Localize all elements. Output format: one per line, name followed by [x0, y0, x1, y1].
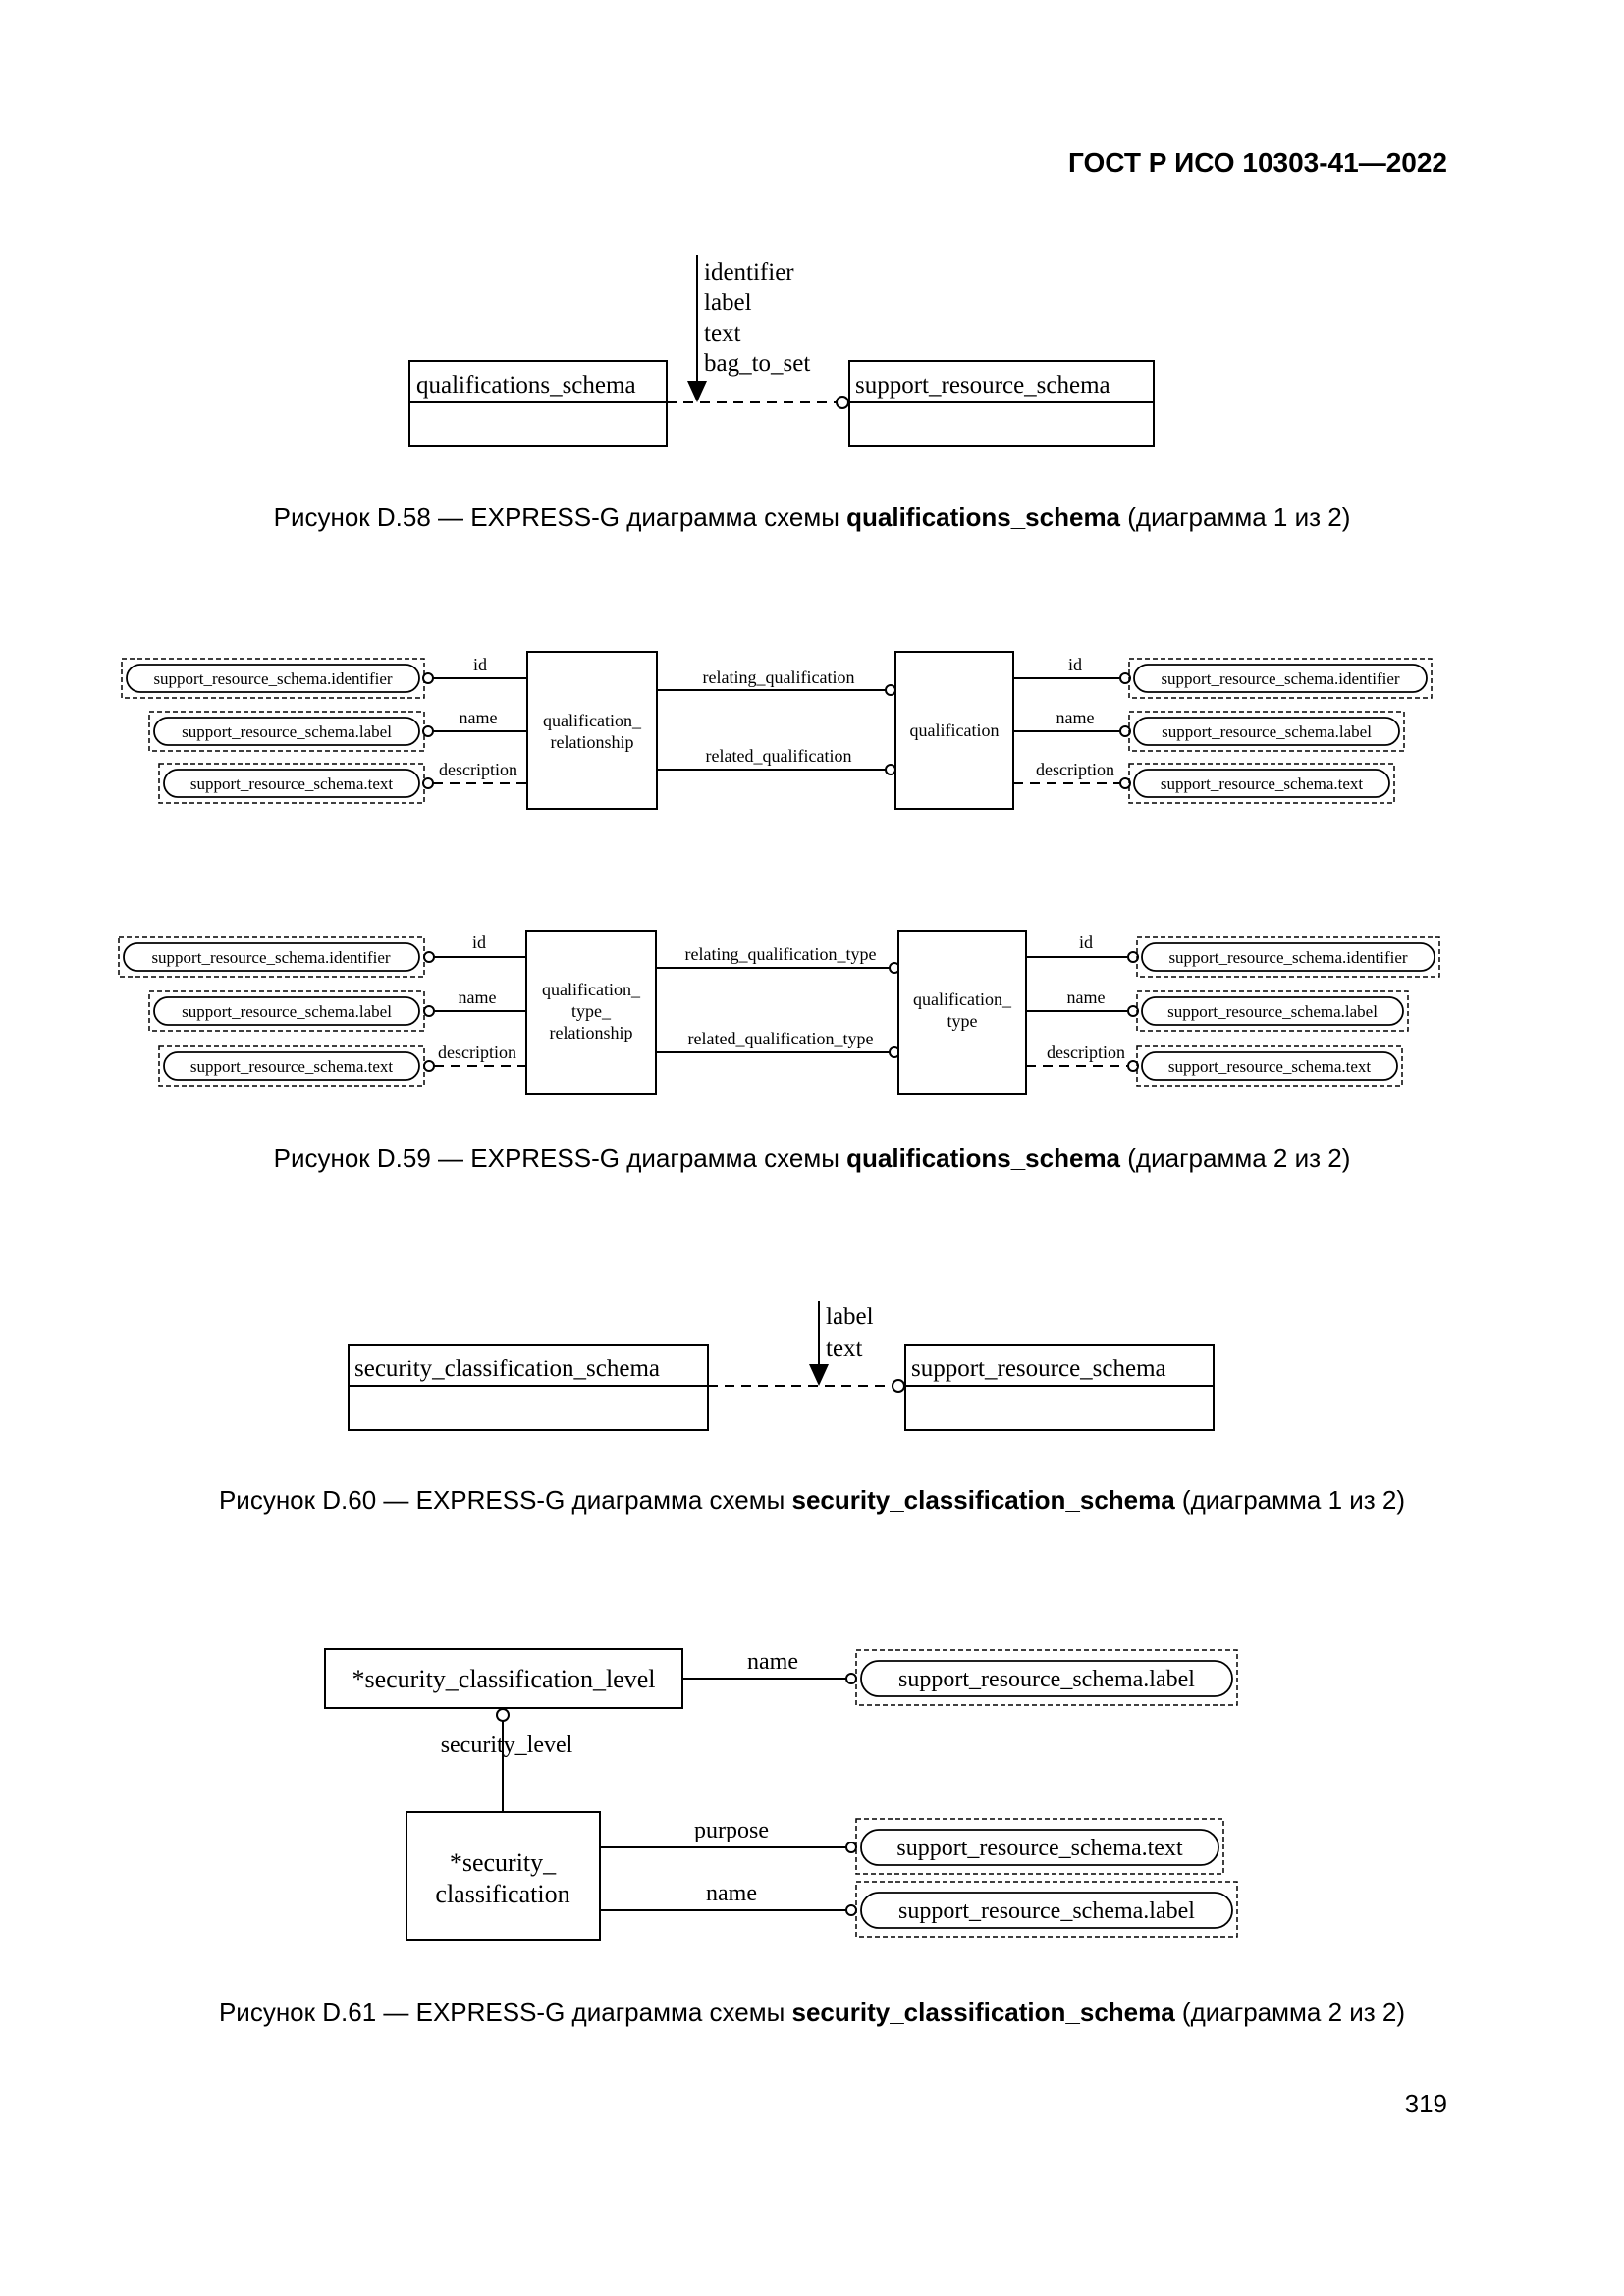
entity-label-line2: relationship — [551, 732, 634, 752]
import-item-label: label — [826, 1304, 874, 1330]
schema-name-security-classification: security_classification_schema — [354, 1356, 660, 1382]
type-ref-label: support_resource_schema.label — [182, 1002, 392, 1021]
attr-id: id — [1079, 933, 1093, 952]
type-ref-text: support_resource_schema.text — [190, 774, 394, 793]
attr-description: description — [439, 760, 517, 779]
type-ref-label: support_resource_schema.label — [182, 722, 392, 741]
entity-security-classification — [406, 1811, 601, 1941]
entity-label-line1: qualification_ — [543, 711, 642, 730]
entity-label-line2: type — [947, 1011, 978, 1031]
entity-label-line2: type_ — [571, 1001, 612, 1021]
import-item-text: text — [704, 320, 741, 347]
figure-d59-row1: support_resource_schema.identifier suppo… — [121, 651, 1433, 810]
schema-name-support-resource: support_resource_schema — [911, 1356, 1166, 1382]
figure-caption-d59: Рисунок D.59 — EXPRESS-G диаграмма схемы… — [273, 1144, 1351, 1173]
import-arrow-head — [809, 1364, 829, 1386]
import-arrow-head — [687, 381, 707, 402]
page-number: 319 — [1404, 2089, 1447, 2118]
entity-qualification-type — [897, 930, 1027, 1095]
attr-relating-qualification-type: relating_qualification_type — [685, 944, 877, 964]
type-ref-identifier: support_resource_schema.identifier — [1161, 669, 1399, 688]
type-ref-label: support_resource_schema.label — [1167, 1002, 1378, 1021]
schema-reference-circle — [892, 1379, 905, 1393]
type-ref-text: support_resource_schema.text — [896, 1836, 1183, 1861]
attr-security-level: security_level — [441, 1733, 573, 1758]
entity-label-security-classification-level: *security_classification_level — [352, 1665, 655, 1693]
type-ref-label: support_resource_schema.label — [898, 1667, 1195, 1692]
schema-reference-circle — [836, 396, 849, 409]
figure-caption-d61: Рисунок D.61 — EXPRESS-G диаграмма схемы… — [218, 1998, 1406, 2027]
attr-description: description — [1047, 1042, 1125, 1062]
type-ref-text: support_resource_schema.text — [1161, 774, 1364, 793]
attr-description: description — [1036, 760, 1114, 779]
type-ref-identifier: support_resource_schema.identifier — [151, 948, 390, 967]
schema-name-support-resource: support_resource_schema — [855, 372, 1110, 399]
attr-description: description — [438, 1042, 516, 1062]
attr-name: name — [1056, 708, 1095, 727]
entity-qualification — [894, 651, 1014, 810]
attr-id: id — [472, 933, 486, 952]
import-item-identifier: identifier — [704, 259, 794, 286]
entity-label-qualification: qualification — [910, 721, 1000, 740]
figure-d58: qualifications_schema support_resource_s… — [408, 255, 1155, 447]
attr-relating-qualification: relating_qualification — [703, 667, 855, 687]
import-item-label: label — [704, 290, 752, 316]
entity-label-line3: relationship — [550, 1023, 633, 1042]
attr-name: name — [460, 708, 498, 727]
attr-name: name — [706, 1881, 757, 1906]
entity-label-line2: classification — [435, 1880, 569, 1908]
type-ref-label: support_resource_schema.label — [1162, 722, 1372, 741]
type-ref-text: support_resource_schema.text — [1168, 1057, 1372, 1076]
import-item-text: text — [826, 1335, 863, 1362]
attr-name: name — [747, 1649, 798, 1675]
attr-id: id — [473, 655, 487, 674]
type-ref-identifier: support_resource_schema.identifier — [1168, 948, 1407, 967]
attr-id: id — [1068, 655, 1082, 674]
attr-related-qualification-type: related_qualification_type — [688, 1029, 874, 1048]
figure-d60: security_classification_schema support_r… — [348, 1301, 1215, 1431]
entity-security-classification-level — [324, 1648, 683, 1709]
schema-box-security-classification — [348, 1344, 709, 1431]
schema-box-support-resource — [904, 1344, 1215, 1431]
entity-qualification-type-relationship — [525, 930, 657, 1095]
import-item-bag-to-set: bag_to_set — [704, 350, 810, 377]
type-ref-text: support_resource_schema.text — [190, 1057, 394, 1076]
entity-label-line1: qualification_ — [913, 989, 1012, 1009]
figure-caption-d60: Рисунок D.60 — EXPRESS-G диаграмма схемы… — [218, 1485, 1406, 1515]
attr-name: name — [459, 988, 497, 1007]
figure-caption-d58: Рисунок D.58 — EXPRESS-G диаграмма схемы… — [273, 503, 1351, 532]
entity-qualification-relationship — [526, 651, 658, 810]
figure-d61: *security_classification_level name supp… — [324, 1648, 1238, 1941]
attr-related-qualification: related_qualification — [706, 746, 852, 766]
entity-label-line1: *security_ — [450, 1848, 557, 1877]
document-header: ГОСТ Р ИСО 10303-41—2022 — [1068, 147, 1447, 178]
attr-name: name — [1067, 988, 1106, 1007]
figure-d59-row2: support_resource_schema.identifier suppo… — [118, 930, 1440, 1095]
type-ref-identifier: support_resource_schema.identifier — [153, 669, 392, 688]
schema-name-qualifications: qualifications_schema — [416, 372, 636, 399]
type-ref-label: support_resource_schema.label — [898, 1898, 1195, 1924]
attr-purpose: purpose — [694, 1818, 769, 1843]
entity-label-line1: qualification_ — [542, 980, 641, 999]
